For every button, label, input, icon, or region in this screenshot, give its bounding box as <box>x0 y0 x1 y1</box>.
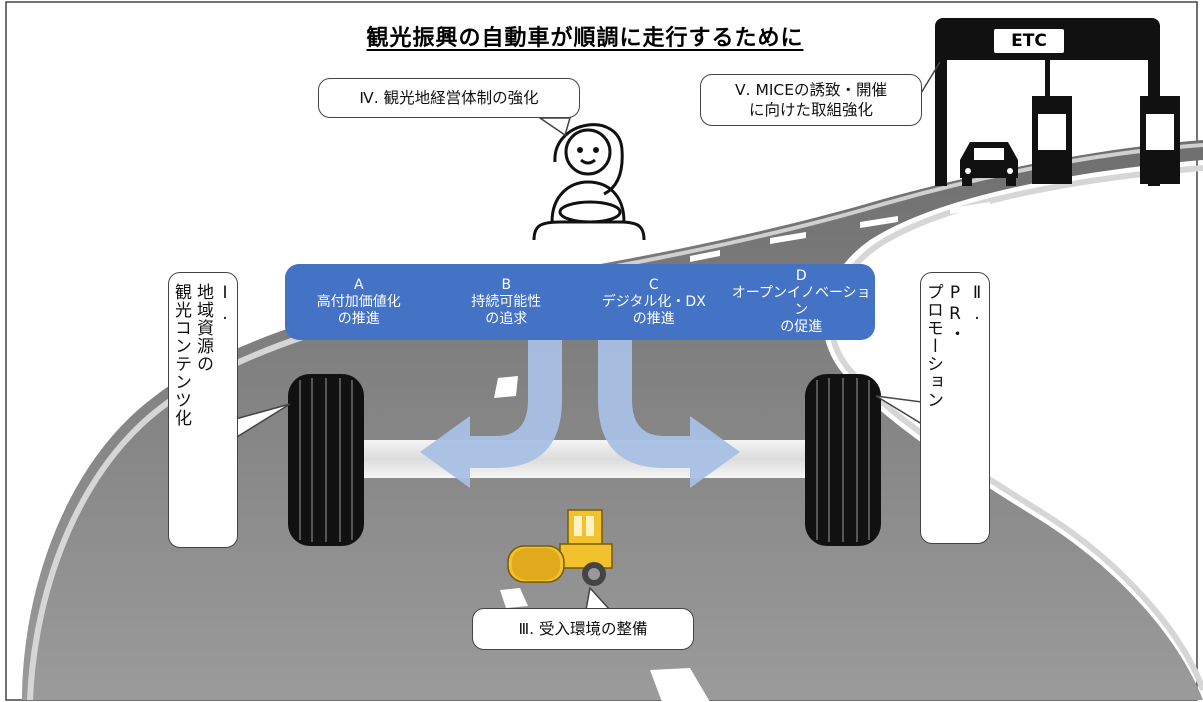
road-edge-inner <box>828 165 1203 691</box>
road-roller-icon <box>507 509 613 586</box>
driver-icon <box>532 123 646 241</box>
strategy-c: C デジタル化・DX の推進 <box>584 277 724 328</box>
callout-mice-line1: Ⅴ. MICEの誘致・開催 <box>734 81 888 99</box>
diagram-title: 観光振興の自動車が順調に走行するために <box>366 26 804 51</box>
strategy-d: D オープンイノベーション の促進 <box>731 268 871 336</box>
callout-regional-num: Ⅰ. <box>215 283 235 325</box>
callout-mice: Ⅴ. MICEの誘致・開催 に向けた取組強化 <box>700 74 922 126</box>
strategy-b-letter: B <box>501 276 512 293</box>
callout-management-text: Ⅳ. 観光地経営体制の強化 <box>359 89 539 107</box>
strategy-c-letter: C <box>648 276 659 293</box>
strategy-b: B 持続可能性 の追求 <box>436 277 576 328</box>
callout-mice-line2: に向けた取組強化 <box>748 101 873 119</box>
callout-tail <box>537 117 572 137</box>
strategy-a-line2: の推進 <box>337 310 380 327</box>
arrow-left <box>420 335 562 488</box>
callout-pr-text: Ⅱ. PR・ プロモーション <box>922 283 988 533</box>
strategy-b-line1: 持続可能性 <box>471 293 542 310</box>
strategy-a-letter: A <box>353 276 364 293</box>
car-icon <box>960 142 1018 186</box>
callout-management: Ⅳ. 観光地経営体制の強化 <box>318 78 580 118</box>
strategy-a-line1: 高付加価値化 <box>316 293 401 310</box>
callout-regional-col2: 観光コンテンツ化 <box>171 283 191 427</box>
arrow-right <box>598 335 740 488</box>
strategy-c-line2: の推進 <box>632 310 675 327</box>
strategy-a: A 高付加価値化 の推進 <box>289 277 429 328</box>
callout-pr-num: Ⅱ. <box>967 283 987 325</box>
callout-regional-col1: 地域資源の <box>193 283 213 373</box>
strategy-bar: A 高付加価値化 の推進 B 持続可能性 の追求 C デジタル化・DX の推進 … <box>285 264 875 340</box>
callout-pr-promotion: Ⅱ. PR・ プロモーション <box>920 272 990 544</box>
strategy-d-letter: D <box>795 268 807 284</box>
callout-regional-content: Ⅰ. 地域資源の 観光コンテンツ化 <box>168 272 238 548</box>
etc-label: ETC <box>994 29 1064 53</box>
tire-icon <box>805 374 881 546</box>
callout-reception: Ⅲ. 受入環境の整備 <box>472 608 694 650</box>
callout-pr-col1: PR・ <box>945 283 965 343</box>
strategy-b-line2: の追求 <box>485 310 528 327</box>
callout-reception-text: Ⅲ. 受入環境の整備 <box>518 620 648 638</box>
tire-icon <box>288 374 364 546</box>
strategy-d-line2: の促進 <box>780 319 823 335</box>
callout-pr-col2: プロモーション <box>923 283 943 409</box>
lane-dashes <box>494 182 1160 702</box>
strategy-d-line1: オープンイノベーション <box>731 285 871 318</box>
strategy-c-line1: デジタル化・DX <box>601 293 706 310</box>
callout-regional-text: Ⅰ. 地域資源の 観光コンテンツ化 <box>170 283 236 533</box>
